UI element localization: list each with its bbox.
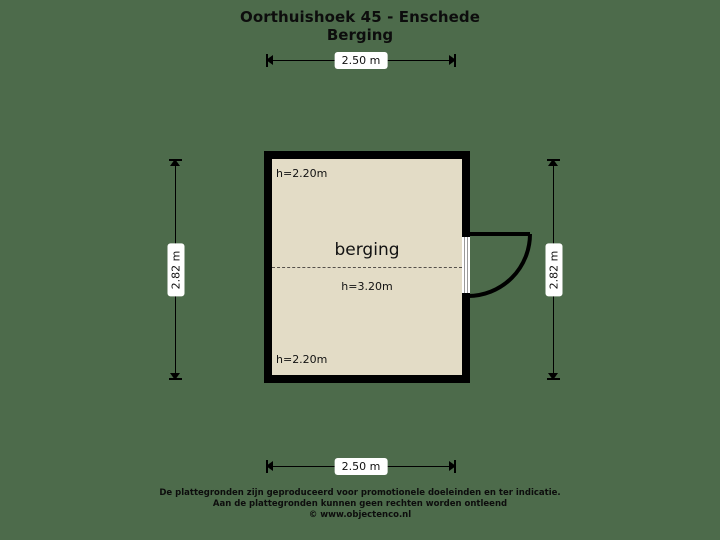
door-panel	[462, 232, 470, 298]
dimension-left-tick-top	[169, 159, 182, 161]
dimension-left-label: 2.82 m	[167, 243, 185, 296]
arrow-up-icon	[548, 159, 558, 166]
dimension-top-tick-right	[454, 54, 456, 67]
door-hinge-top	[462, 232, 470, 237]
dimension-top-label: 2.50 m	[334, 52, 388, 69]
dimension-right: 2.82 m	[545, 159, 563, 380]
door-hinge-bottom	[462, 293, 470, 298]
dimension-bottom-tick-left	[266, 460, 268, 473]
ridge-line	[272, 267, 462, 268]
dimension-right-label: 2.82 m	[545, 243, 563, 296]
copyright-line: © www.objectenco.nl	[308, 510, 412, 520]
dimension-top-tick-left	[266, 54, 268, 67]
dimension-right-tick-top	[547, 159, 560, 161]
dimension-left-tick-bottom	[169, 378, 182, 380]
page-subtitle: Berging	[326, 26, 394, 44]
room-name-label: berging	[334, 240, 400, 260]
arrow-right-icon	[449, 55, 456, 65]
door-swing-icon	[467, 232, 532, 298]
arrow-right-icon	[449, 461, 456, 471]
disclaimer: De plattegronden zijn geproduceerd voor …	[0, 488, 720, 521]
arrow-left-icon	[266, 55, 273, 65]
arrow-left-icon	[266, 461, 273, 471]
ceiling-height-top-left: h=2.20m	[276, 167, 328, 180]
arrow-down-icon	[548, 373, 558, 380]
dimension-top: 2.50 m	[266, 52, 456, 70]
arrow-up-icon	[170, 159, 180, 166]
arrow-down-icon	[170, 373, 180, 380]
page-title: Oorthuishoek 45 - Enschede	[239, 8, 481, 26]
page-title-block: Oorthuishoek 45 - Enschede Berging	[0, 8, 720, 44]
disclaimer-line-2: Aan de plattegronden kunnen geen rechten…	[212, 499, 508, 509]
ceiling-height-bottom-left: h=2.20m	[276, 353, 328, 366]
dimension-bottom-label: 2.50 m	[334, 458, 388, 475]
dimension-bottom: 2.50 m	[266, 458, 456, 476]
dimension-left: 2.82 m	[167, 159, 185, 380]
dimension-bottom-tick-right	[454, 460, 456, 473]
dimension-right-tick-bottom	[547, 378, 560, 380]
disclaimer-line-1: De plattegronden zijn geproduceerd voor …	[159, 488, 561, 498]
ceiling-height-center: h=3.20m	[341, 280, 393, 293]
